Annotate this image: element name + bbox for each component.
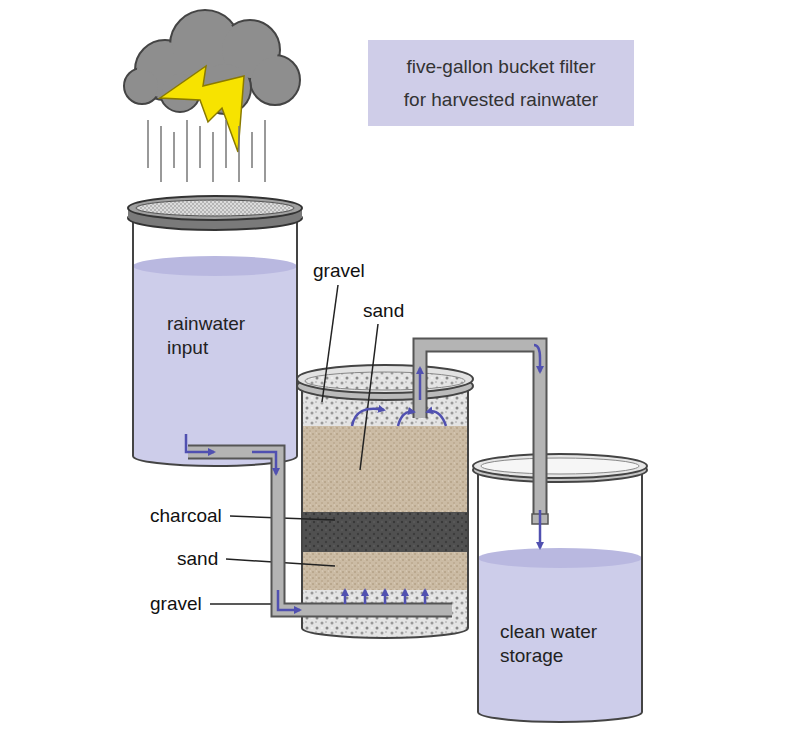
flow-arrows <box>186 434 214 452</box>
bucket-outline <box>472 452 648 722</box>
rain-streaks <box>212 132 214 182</box>
flow-arrows <box>252 452 276 474</box>
leader-lines <box>322 285 338 402</box>
bucket-outline <box>481 458 639 474</box>
inlet-pipe <box>188 452 452 610</box>
bucket-outline <box>473 454 647 478</box>
flow-arrows <box>278 590 300 610</box>
layer-label: gravel <box>150 593 202 615</box>
flow-arrows <box>186 345 540 610</box>
flow-arrows <box>424 590 427 604</box>
node-label: clean water storage <box>500 620 615 668</box>
flow-arrows <box>352 409 384 426</box>
filter-bucket <box>300 552 470 590</box>
flow-arrows <box>419 368 422 400</box>
rain-streaks <box>186 120 188 182</box>
rain-barrel: rainwater input <box>127 194 303 466</box>
inlet-pipe <box>188 452 452 610</box>
rain-streaks <box>251 132 253 168</box>
rain-streaks <box>173 132 175 168</box>
filter-bucket <box>300 426 470 512</box>
flow-arrows <box>364 590 367 604</box>
leader-lines <box>360 324 378 470</box>
flow-arrows <box>398 412 414 426</box>
flow-arrows <box>534 345 540 372</box>
filter-bucket <box>302 380 468 638</box>
bucket-outline <box>478 558 642 722</box>
outlet-pipe <box>420 345 540 522</box>
inlet-pipe <box>188 452 452 610</box>
node-label: rainwater input <box>167 312 267 360</box>
bucket-outline <box>136 200 294 216</box>
filter-bucket <box>305 372 465 390</box>
flow-arrows <box>539 510 542 548</box>
layer-label: charcoal <box>150 505 222 527</box>
rain-streaks <box>238 126 240 182</box>
bucket-outline <box>478 466 642 722</box>
layer-label: gravel <box>313 260 365 282</box>
rain-streaks <box>147 120 149 168</box>
bucket-outline <box>478 466 642 722</box>
bucket-outline <box>133 266 297 466</box>
bucket-outline <box>128 196 302 220</box>
bucket-outline <box>478 548 642 568</box>
rain-streaks <box>160 126 162 182</box>
flow-arrows <box>404 590 407 604</box>
flow-arrows <box>384 590 387 604</box>
filter-bucket <box>297 365 473 642</box>
layer-label: sand <box>177 548 218 570</box>
flow-arrows <box>427 411 446 426</box>
title-box: five-gallon bucket filter for harvested … <box>368 40 634 126</box>
outlet-pipe <box>420 345 548 524</box>
storage-bucket: clean water storage <box>472 452 648 722</box>
storm-cloud <box>126 70 158 102</box>
bucket-outline <box>133 256 297 276</box>
rain-streaks <box>148 120 265 182</box>
bucket-outline <box>133 208 297 466</box>
rain-streaks <box>225 120 227 168</box>
outlet-pipe <box>420 345 540 522</box>
bucket-outline <box>133 208 297 466</box>
rain-streaks <box>199 126 201 168</box>
layer-label: sand <box>363 300 404 322</box>
storm-cloud <box>252 57 298 103</box>
flow-arrows <box>344 590 347 604</box>
lightning-bolt <box>160 66 244 152</box>
filter-bucket <box>300 512 470 552</box>
rain-streaks <box>264 120 266 182</box>
